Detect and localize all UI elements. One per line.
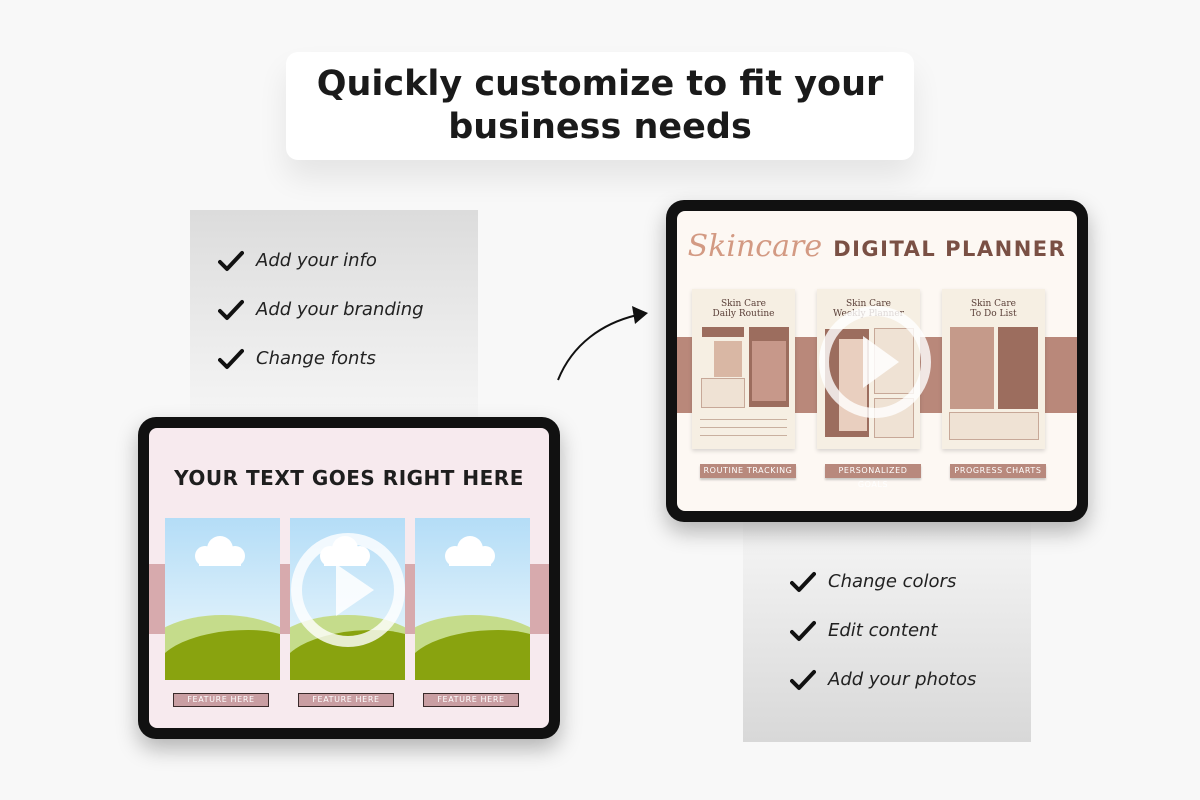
right-feature-list: Change colors Edit content Add your phot… bbox=[790, 557, 976, 704]
left-feature-panel bbox=[190, 210, 478, 425]
play-button[interactable] bbox=[819, 306, 931, 418]
left-tablet: YOUR TEXT GOES RIGHT HERE FEATURE HERE F… bbox=[138, 417, 560, 739]
feature-label: PROGRESS CHARTS bbox=[950, 464, 1046, 478]
cloud-icon bbox=[445, 536, 495, 566]
planner-script-title: Skincare bbox=[687, 229, 823, 264]
play-button[interactable] bbox=[291, 533, 405, 647]
feature-item: Change colors bbox=[790, 557, 976, 606]
feature-item: Add your photos bbox=[790, 655, 976, 704]
feature-label: FEATURE HERE bbox=[423, 693, 519, 707]
check-icon bbox=[218, 250, 244, 271]
play-icon bbox=[336, 564, 374, 616]
check-icon bbox=[790, 571, 816, 592]
feature-item: Edit content bbox=[790, 606, 976, 655]
feature-item: Add your info bbox=[218, 236, 424, 285]
photo-placeholder bbox=[165, 518, 280, 680]
planner-title: Skincare DIGITAL PLANNER bbox=[677, 229, 1077, 264]
left-tablet-screen: YOUR TEXT GOES RIGHT HERE FEATURE HERE F… bbox=[149, 428, 549, 728]
headline-card: Quickly customize to fit your business n… bbox=[286, 52, 914, 160]
placeholder-title: YOUR TEXT GOES RIGHT HERE bbox=[174, 466, 524, 490]
feature-label: PERSONALIZED GOALS bbox=[825, 464, 921, 489]
headline-text: Quickly customize to fit your business n… bbox=[316, 64, 884, 147]
check-icon bbox=[790, 620, 816, 641]
feature-text: Add your branding bbox=[256, 299, 424, 320]
feature-label: ROUTINE TRACKING bbox=[700, 464, 796, 478]
photo-placeholder bbox=[415, 518, 530, 680]
check-icon bbox=[218, 299, 244, 320]
feature-label: FEATURE HERE bbox=[298, 693, 394, 707]
feature-item: Change fonts bbox=[218, 334, 424, 383]
planner-main-title: DIGITAL PLANNER bbox=[833, 237, 1067, 261]
left-feature-list: Add your info Add your branding Change f… bbox=[218, 236, 424, 383]
feature-text: Change fonts bbox=[256, 348, 376, 369]
feature-text: Add your info bbox=[256, 250, 377, 271]
feature-text: Change colors bbox=[828, 571, 957, 592]
check-icon bbox=[790, 669, 816, 690]
play-icon bbox=[863, 336, 899, 388]
feature-text: Edit content bbox=[828, 620, 938, 641]
feature-item: Add your branding bbox=[218, 285, 424, 334]
feature-text: Add your photos bbox=[828, 669, 977, 690]
cloud-icon bbox=[195, 536, 245, 566]
check-icon bbox=[218, 348, 244, 369]
curved-arrow-icon bbox=[557, 306, 648, 381]
feature-label: FEATURE HERE bbox=[173, 693, 269, 707]
